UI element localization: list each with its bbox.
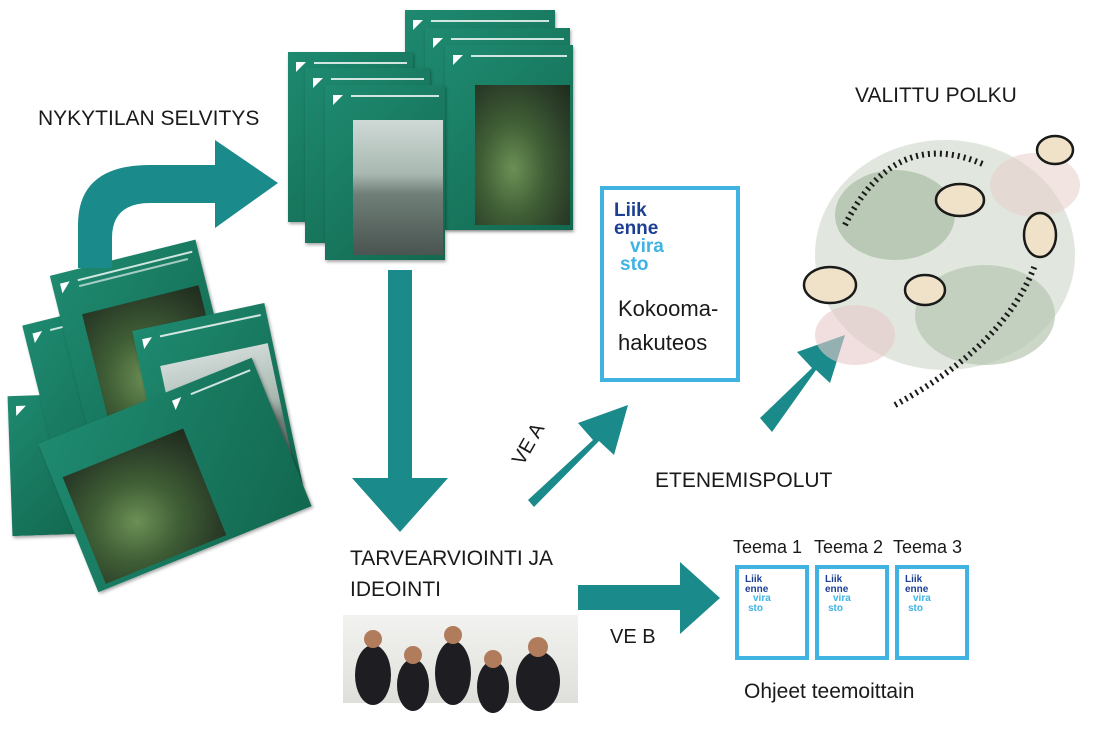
liikennevirasto-logo: Liik enne vira sto [614, 200, 664, 276]
arrow-up-curve [78, 140, 278, 268]
teema-2-label: Teema 2 [814, 537, 884, 557]
group-photo [343, 615, 578, 743]
nykytila-label: NYKYTILAN SELVITYS [38, 107, 260, 130]
ohjeet-label: Ohjeet teemoittain [744, 680, 915, 703]
etenemispolut-label: ETENEMISPOLUT [655, 469, 833, 492]
teema-1-label: Teema 1 [733, 537, 803, 557]
valittu-polku-label: VALITTU POLKU [855, 84, 1017, 107]
arrow-to-path [760, 335, 845, 432]
tarvearviointi-label: TARVEARVIOINTI JA IDEOINTI [350, 547, 554, 601]
teema-3-label: Teema 3 [893, 537, 963, 557]
kokooma-hakuteos-box: Liik enne vira sto Kokooma- hakuteos [600, 186, 740, 382]
arrow-ve-b [578, 562, 720, 634]
publication-cover [445, 45, 573, 230]
publication-cover [325, 85, 445, 260]
ve-b-label: VE B [610, 626, 656, 648]
arrow-ve-a [528, 405, 628, 507]
footprints-illustration [802, 134, 1080, 408]
kokooma-label: Kokooma- hakuteos [618, 296, 719, 355]
arrow-down [352, 270, 448, 532]
